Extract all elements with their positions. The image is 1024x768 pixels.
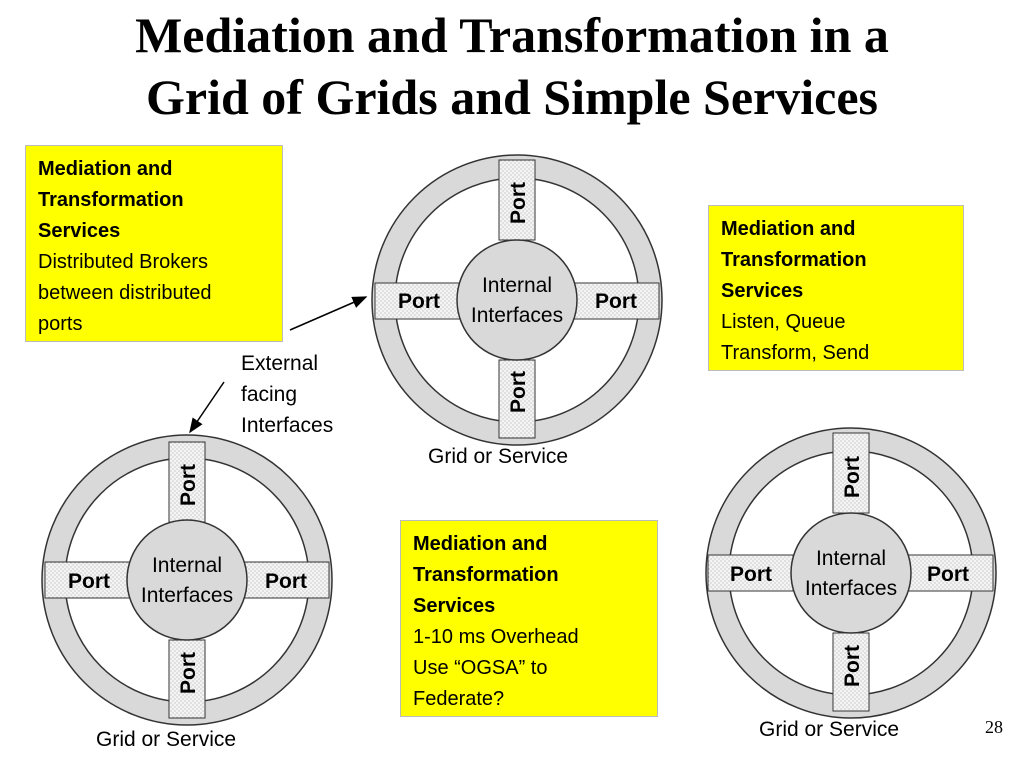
port-label-top: Port [177, 464, 200, 506]
port-label-right: Port [927, 563, 969, 586]
grid-node-top: Port Port Port Port Internal Interfaces [371, 154, 663, 446]
port-left [374, 282, 461, 320]
port-bottom [832, 632, 870, 712]
box-body: 1-10 ms Overhead Use “OGSA” to Federate? [413, 626, 579, 710]
box-heading-line: Services [413, 595, 496, 617]
port-label-top: Port [841, 456, 864, 498]
port-label-left: Port [68, 570, 110, 593]
arrow-to-top-node [289, 296, 368, 331]
port-right [243, 561, 330, 599]
grid-node-bottom-left: Port Port Port Port Internal Interfaces [41, 434, 333, 726]
port-right [907, 554, 994, 592]
core-label-line2: Interfaces [471, 304, 563, 327]
page-number: 28 [985, 717, 1003, 737]
box-heading-line: Services [38, 220, 121, 242]
node-caption-top: Grid or Service [428, 445, 569, 468]
box-heading-line: Transformation [721, 249, 867, 271]
port-label-right: Port [265, 570, 307, 593]
core-label-line1: Internal [482, 274, 552, 297]
port-label-bottom: Port [177, 652, 200, 694]
box-heading-line: Transformation [413, 564, 559, 586]
box-body: Listen, Queue Transform, Send [721, 311, 870, 364]
box-heading-line: Services [721, 280, 804, 302]
port-left [707, 554, 794, 592]
port-label-bottom: Port [507, 371, 530, 413]
title-line-1: Mediation and Transformation in a [135, 7, 889, 63]
box-heading-line: Mediation and [721, 218, 856, 240]
port-label-left: Port [398, 290, 440, 313]
port-top [168, 441, 206, 523]
internal-core [456, 239, 578, 361]
core-label-line2: Interfaces [141, 584, 233, 607]
port-label-top: Port [507, 182, 530, 224]
mediation-box-listen: Mediation and Transformation Services Li… [708, 205, 964, 371]
port-label-right: Port [595, 290, 637, 313]
internal-core [790, 512, 912, 634]
node-caption-bottom-right: Grid or Service [759, 718, 900, 741]
box-heading-line: Transformation [38, 189, 184, 211]
port-label-left: Port [730, 563, 772, 586]
mediation-box-overhead: Mediation and Transformation Services 1-… [400, 520, 658, 717]
core-label-line2: Interfaces [805, 577, 897, 600]
port-top [498, 159, 536, 241]
grid-node-bottom-right: Port Port Port Port Internal Interfaces [705, 427, 997, 719]
core-label-line1: Internal [152, 554, 222, 577]
mediation-box-brokers: Mediation and Transformation Services Di… [25, 145, 283, 342]
slide-title: Mediation and Transformation in a Grid o… [0, 4, 1024, 128]
box-heading-line: Mediation and [38, 158, 173, 180]
box-heading-line: Mediation and [413, 533, 548, 555]
internal-core [126, 519, 248, 641]
external-interfaces-label: External facing Interfaces [241, 352, 334, 437]
box-body: Distributed Brokers between distributed … [38, 251, 212, 335]
node-caption-bottom-left: Grid or Service [96, 728, 237, 751]
title-line-2: Grid of Grids and Simple Services [146, 69, 878, 125]
port-right [573, 282, 660, 320]
port-bottom [498, 359, 536, 439]
port-label-bottom: Port [841, 645, 864, 687]
port-left [44, 561, 131, 599]
arrow-to-left-node [189, 381, 225, 434]
core-label-line1: Internal [816, 547, 886, 570]
